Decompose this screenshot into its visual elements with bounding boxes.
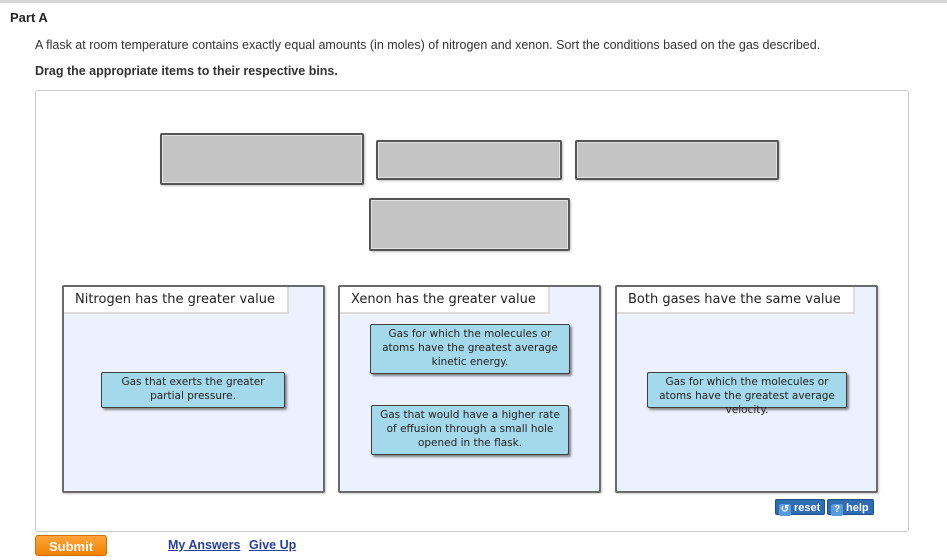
my-answers-link[interactable]: My Answers bbox=[168, 538, 241, 552]
question-mark-icon: ? bbox=[831, 504, 843, 516]
bin-label: Xenon has the greater value bbox=[340, 287, 550, 314]
bin-label: Both gases have the same value bbox=[617, 287, 855, 314]
bin-nitrogen-greater[interactable]: Nitrogen has the greater value bbox=[62, 285, 325, 493]
help-label: help bbox=[846, 502, 869, 514]
submit-button[interactable]: Submit bbox=[35, 535, 107, 556]
reset-arrow-icon: ↺ bbox=[779, 504, 791, 516]
drag-item-kinetic-energy[interactable]: Gas for which the molecules or atoms hav… bbox=[370, 324, 570, 374]
drag-item-average-velocity[interactable]: Gas for which the molecules or atoms hav… bbox=[647, 372, 847, 416]
empty-item-slot[interactable] bbox=[376, 140, 562, 180]
bin-xenon-greater[interactable]: Xenon has the greater value bbox=[338, 285, 601, 493]
empty-item-slot[interactable] bbox=[575, 140, 779, 180]
empty-item-slot[interactable] bbox=[369, 198, 570, 251]
drag-item-effusion-rate[interactable]: Gas that would have a higher rate of eff… bbox=[371, 405, 569, 455]
question-text: A flask at room temperature contains exa… bbox=[35, 38, 821, 52]
instruction-text: Drag the appropriate items to their resp… bbox=[35, 64, 338, 78]
help-button[interactable]: ?help bbox=[827, 499, 874, 516]
reset-label: reset bbox=[794, 502, 821, 514]
bin-label: Nitrogen has the greater value bbox=[64, 287, 290, 314]
part-title: Part A bbox=[10, 10, 48, 25]
reset-button[interactable]: ↺reset bbox=[775, 499, 826, 516]
empty-item-slot[interactable] bbox=[160, 133, 364, 185]
give-up-link[interactable]: Give Up bbox=[249, 538, 297, 552]
drag-item-partial-pressure[interactable]: Gas that exerts the greater partial pres… bbox=[101, 372, 285, 408]
top-divider bbox=[0, 0, 947, 3]
